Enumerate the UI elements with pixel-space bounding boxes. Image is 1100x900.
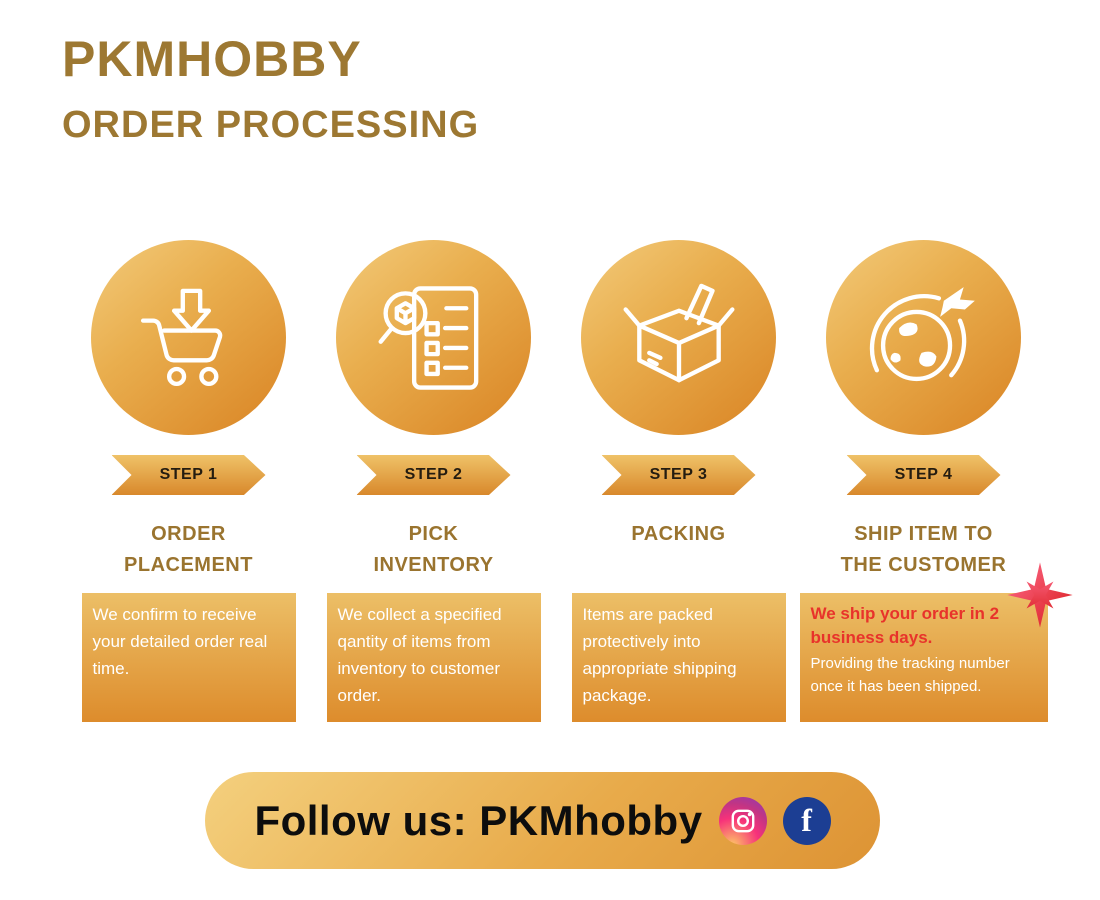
step-title-4: SHIP ITEM TO THE CUSTOMER (840, 523, 1007, 576)
step-circle-4 (826, 240, 1021, 435)
step-title-2: PICK INVENTORY (373, 523, 494, 576)
step-title-3: PACKING (631, 523, 726, 545)
step-circle-3 (581, 240, 776, 435)
step-banner-2: STEP 2 (356, 455, 511, 495)
step-description-2: We collect a specified qantity of items … (326, 593, 541, 722)
step-description-highlight: We ship your order in 2 business days. (810, 604, 1000, 647)
step-column-4: STEP 4 SHIP ITEM TO THE CUSTOMER We ship… (799, 240, 1073, 722)
step-column-1: STEP 1 ORDER PLACEMENT We confirm to rec… (66, 240, 311, 722)
step-description-1: We confirm to receive your detailed orde… (81, 593, 296, 722)
step-circle-2 (336, 240, 531, 435)
follow-label: Follow us: PKMhobby (254, 796, 703, 844)
globe-plane-icon (869, 286, 975, 381)
step-description-text: Providing the tracking number once it ha… (810, 654, 1010, 695)
facebook-icon[interactable]: f (782, 796, 831, 845)
page-title: ORDER PROCESSING (62, 104, 480, 146)
step-description-3: Items are packed protectively into appro… (571, 593, 786, 722)
step-column-2: STEP 2 PICK INVENTORY We collect a speci… (311, 240, 556, 722)
step-column-3: STEP 3 PACKING Items are packed protecti… (556, 240, 801, 722)
pick-inventory-icon (378, 285, 478, 390)
step-circle-1 (91, 240, 286, 435)
step-description-4: We ship your order in 2 business days. P… (799, 562, 1073, 722)
step-banner-1: STEP 1 (111, 455, 266, 495)
packing-box-icon (623, 283, 734, 382)
sparkle-icon (1006, 562, 1073, 628)
instagram-icon[interactable] (718, 796, 767, 845)
steps-row: STEP 1 ORDER PLACEMENT We confirm to rec… (66, 240, 1073, 722)
brand-title: PKMHOBBY (62, 31, 362, 87)
cart-download-icon (140, 288, 222, 386)
step-title-1: ORDER PLACEMENT (124, 523, 253, 576)
follow-banner: Follow us: PKMhobby f (205, 772, 880, 869)
step-banner-4: STEP 4 (846, 455, 1001, 495)
header: PKMHOBBY ORDER PROCESSING (62, 34, 479, 144)
step-banner-3: STEP 3 (601, 455, 756, 495)
